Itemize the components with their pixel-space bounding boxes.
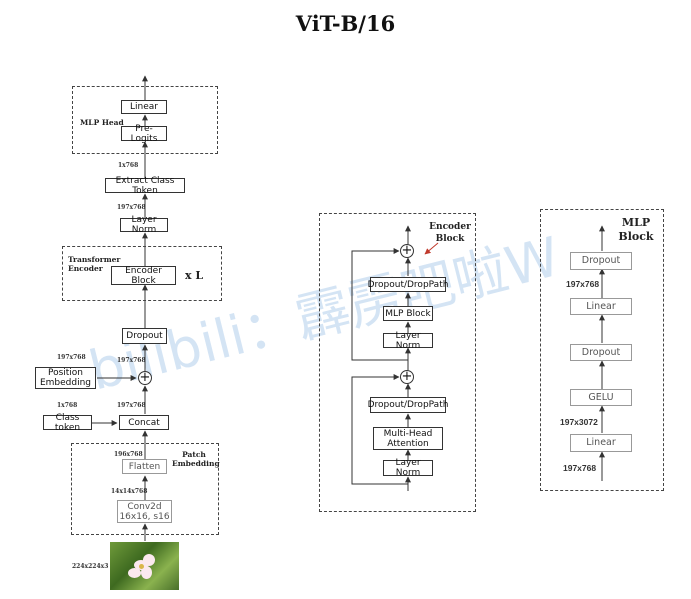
layer-norm-bottom-box: Layer Norm xyxy=(383,458,433,478)
dim-cls-left: 1x768 xyxy=(57,402,78,409)
pre-logits-box: Pre-Logits xyxy=(121,124,167,144)
mlp-block-label: MLP Block xyxy=(618,216,654,243)
multi-head-attention-box: Multi-Head Attention xyxy=(373,427,443,450)
dim-input: 224x224x3 xyxy=(72,563,109,570)
layer-norm-top-box: Layer Norm xyxy=(383,331,433,351)
flatten-box: Flatten xyxy=(122,459,167,474)
mlp-head-group xyxy=(72,86,218,154)
class-token-box: Class token xyxy=(43,413,92,433)
position-embedding-box: Position Embedding xyxy=(35,367,96,389)
encoder-block-group xyxy=(319,213,476,512)
transformer-encoder-group xyxy=(62,246,222,301)
mlp-block-box: MLP Block xyxy=(383,306,433,321)
input-image xyxy=(110,542,179,590)
dim-pos-right: 197x768 xyxy=(117,357,146,364)
dim-197x768-a: 197x768 xyxy=(117,204,146,211)
patch-embedding-group xyxy=(71,443,219,535)
mlp-linear-top-box: Linear xyxy=(570,298,632,315)
residual-add-top-icon: + xyxy=(400,243,414,258)
dim-flatten: 196x768 xyxy=(114,451,143,458)
encoder-block-box: Encoder Block xyxy=(111,266,176,286)
mlp-dim-top: 197x768 xyxy=(566,279,600,289)
patch-embedding-label: Patch Embedding xyxy=(172,450,220,468)
dim-pos-left: 197x768 xyxy=(57,354,86,361)
mlp-dropout-top-box: Dropout xyxy=(570,252,632,270)
gelu-box: GELU xyxy=(570,389,632,406)
mlp-linear-bottom-box: Linear xyxy=(570,434,632,452)
add-plus-icon: + xyxy=(138,370,152,385)
repeat-label: x L xyxy=(185,269,204,282)
mlp-dim-mid: 197x3072 xyxy=(560,417,598,427)
layer-norm-box: Layer Norm xyxy=(120,215,168,235)
extract-class-token-box: Extract Class Token xyxy=(105,176,185,196)
dim-1x768-head: 1x768 xyxy=(118,162,139,169)
mlp-block-group xyxy=(540,209,664,491)
mlp-dim-bottom: 197x768 xyxy=(563,463,597,473)
linear-box: Linear xyxy=(121,100,167,114)
dropout-droppath-bottom-box: Dropout/DropPath xyxy=(368,397,448,413)
mlp-head-label: MLP Head xyxy=(80,118,124,127)
conv2d-box: Conv2d 16x16, s16 xyxy=(117,500,172,523)
transformer-encoder-label: Transformer Encoder xyxy=(68,255,121,273)
concat-box: Concat xyxy=(119,415,169,430)
dim-conv: 14x14x768 xyxy=(111,488,148,495)
encoder-block-label: Encoder Block xyxy=(429,222,471,244)
annotation-arrow xyxy=(424,242,439,255)
dropout-box: Dropout xyxy=(122,328,167,344)
residual-add-bottom-icon: + xyxy=(400,369,414,384)
mlp-dropout-mid-box: Dropout xyxy=(570,344,632,361)
dropout-droppath-top-box: Dropout/DropPath xyxy=(368,277,448,292)
dim-cls-right: 197x768 xyxy=(117,402,146,409)
page-title: ViT-B/16 xyxy=(295,11,396,36)
